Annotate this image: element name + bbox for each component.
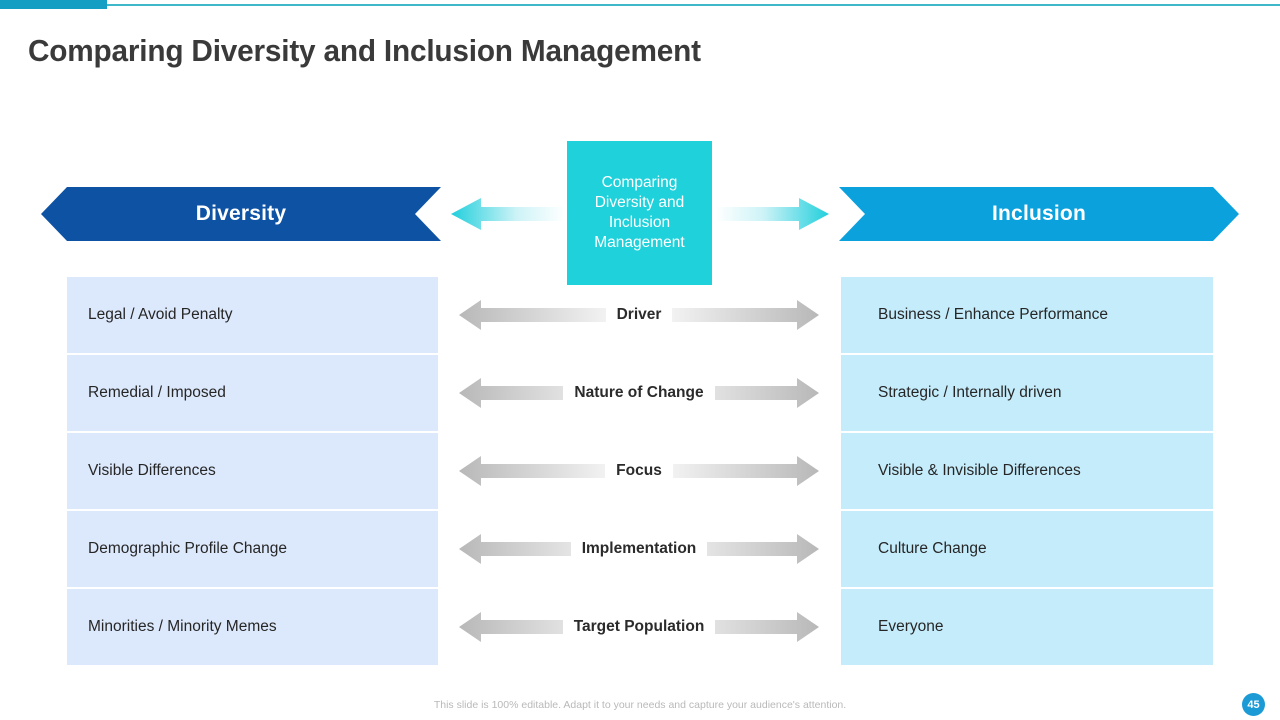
top-accent-thick-segment bbox=[0, 0, 107, 9]
table-row: Legal / Avoid Penalty bbox=[0, 277, 1280, 353]
diversity-cell: Remedial / Imposed bbox=[67, 355, 438, 431]
criterion-cell: Focus bbox=[455, 433, 823, 509]
inclusion-banner[interactable]: Inclusion bbox=[839, 187, 1239, 241]
diversity-cell: Minorities / Minority Memes bbox=[67, 589, 438, 665]
criterion-cell: Target Population bbox=[455, 589, 823, 665]
double-arrow-icon bbox=[455, 607, 823, 647]
top-accent-bar bbox=[0, 0, 1280, 11]
inclusion-cell: Visible & Invisible Differences bbox=[841, 433, 1213, 509]
comparison-rows: Legal / Avoid Penalty bbox=[0, 277, 1280, 667]
inclusion-cell: Everyone bbox=[841, 589, 1213, 665]
criterion-label: Nature of Change bbox=[563, 384, 715, 402]
diversity-banner-label: Diversity bbox=[195, 202, 287, 225]
center-hub-box: Comparing Diversity and Inclusion Manage… bbox=[567, 141, 712, 285]
criterion-label: Implementation bbox=[570, 540, 708, 558]
table-row: Minorities / Minority Memes bbox=[0, 589, 1280, 665]
criterion-label: Driver bbox=[605, 306, 673, 324]
inclusion-banner-label: Inclusion bbox=[992, 202, 1086, 225]
page-number-badge: 45 bbox=[1242, 693, 1265, 716]
page-title: Comparing Diversity and Inclusion Manage… bbox=[28, 33, 701, 68]
diversity-banner[interactable]: Diversity bbox=[41, 187, 441, 241]
center-hub-label: Comparing Diversity and Inclusion Manage… bbox=[594, 174, 685, 251]
double-arrow-icon bbox=[455, 373, 823, 413]
double-arrow-icon bbox=[455, 295, 823, 335]
criterion-label: Focus bbox=[605, 462, 673, 480]
diversity-cell: Demographic Profile Change bbox=[67, 511, 438, 587]
table-row: Visible Differences bbox=[0, 433, 1280, 509]
inclusion-cell: Culture Change bbox=[841, 511, 1213, 587]
inclusion-cell: Business / Enhance Performance bbox=[841, 277, 1213, 353]
footer-note: This slide is 100% editable. Adapt it to… bbox=[433, 699, 847, 711]
diversity-cell: Legal / Avoid Penalty bbox=[67, 277, 438, 353]
criterion-cell: Implementation bbox=[455, 511, 823, 587]
inclusion-cell: Strategic / Internally driven bbox=[841, 355, 1213, 431]
hub-arrow-left-icon bbox=[451, 196, 564, 232]
top-accent-thin-line bbox=[0, 4, 1280, 6]
criterion-label: Target Population bbox=[562, 618, 716, 636]
criterion-cell: Driver bbox=[455, 277, 823, 353]
diversity-cell: Visible Differences bbox=[67, 433, 438, 509]
double-arrow-icon bbox=[455, 529, 823, 569]
table-row: Remedial / Imposed bbox=[0, 355, 1280, 431]
table-row: Demographic Profile Change bbox=[0, 511, 1280, 587]
hub-arrow-right-icon bbox=[716, 196, 829, 232]
criterion-cell: Nature of Change bbox=[455, 355, 823, 431]
double-arrow-icon bbox=[455, 451, 823, 491]
